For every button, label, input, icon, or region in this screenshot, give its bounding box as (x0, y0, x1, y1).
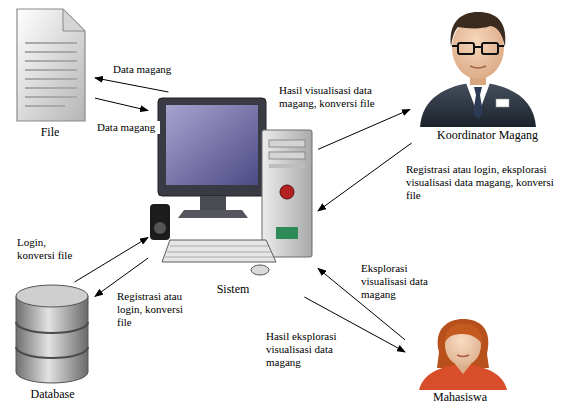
icon-node: Mahasiswa (405, 318, 515, 405)
flow-arrow (95, 98, 148, 110)
edge-label: Hasil visualisasi data magang, konversi … (278, 84, 398, 110)
icon-node: Koordinator Magang (410, 3, 565, 143)
node-caption: Koordinator Magang (410, 128, 565, 143)
node-caption: Mahasiswa (405, 390, 515, 405)
edge-label: Data magang (96, 121, 160, 134)
caption-text: Koordinator Magang (437, 128, 538, 142)
coordinator-avatar (410, 3, 565, 128)
edge-label: Login, konversi file (16, 236, 80, 262)
flow-arrow (75, 238, 148, 283)
icon-node: Sistem (148, 92, 318, 297)
flow-arrow (318, 109, 410, 149)
edge-label: Data magang (112, 63, 184, 76)
caption-text: File (41, 125, 60, 139)
icon-node: File (5, 5, 95, 140)
file-icon (5, 5, 95, 125)
edge-label: Eksplorasi visualisasi data magang (360, 262, 442, 301)
icon-node: Database (10, 282, 95, 402)
flow-arrow (318, 143, 412, 211)
caption-text: Mahasiswa (433, 390, 487, 404)
edge-label: Registrasi atau login, eksplorasi visual… (405, 163, 563, 202)
student-avatar (405, 318, 515, 390)
node-caption: File (5, 125, 95, 140)
database-icon (10, 282, 95, 387)
computer-illustration (148, 92, 318, 282)
flow-arrow (95, 78, 168, 92)
edge-label: Registrasi atau login, konversi file (116, 290, 200, 329)
caption-text: Database (31, 387, 75, 401)
caption-text: Sistem (217, 282, 250, 296)
node-caption: Database (10, 387, 95, 402)
edge-label: Hasil eksplorasi visualisasi data magang (265, 330, 347, 369)
